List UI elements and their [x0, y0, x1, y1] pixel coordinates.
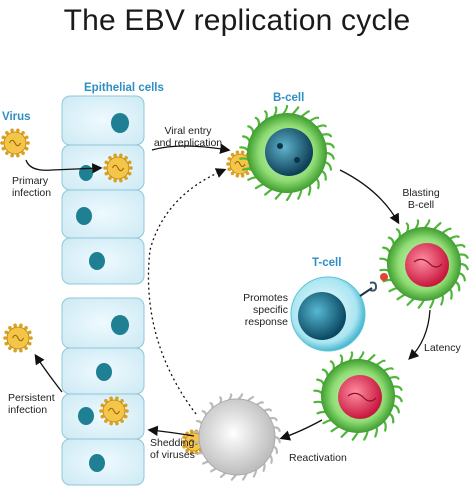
- shedding-cell-icon: [193, 393, 281, 481]
- nucleus-icon: [111, 113, 129, 133]
- primary-infection-label: Primary infection: [12, 175, 52, 199]
- persistent-infection-label: Persistent infection: [8, 392, 55, 416]
- b-cell-icon: [239, 104, 335, 202]
- latency-label: Latency: [424, 342, 461, 354]
- nucleus-icon: [89, 454, 105, 472]
- arrow-icon: [147, 168, 227, 415]
- arrow-icon: [151, 143, 231, 154]
- nucleus-icon: [111, 315, 129, 335]
- virus-icon: [103, 153, 133, 183]
- virus-icon: [99, 396, 129, 426]
- reactivation-label: Reactivation: [289, 452, 347, 464]
- t-cell-label: T-cell: [312, 257, 342, 269]
- arrow-icon: [147, 425, 195, 437]
- t-cell-icon: [290, 273, 388, 352]
- nucleus-icon: [79, 165, 93, 181]
- viral-entry-label: Viral entry and replication: [153, 125, 223, 149]
- arrow-icon: [339, 169, 400, 225]
- b-cell-label: B-cell: [273, 92, 305, 104]
- nucleus-icon: [96, 363, 112, 381]
- epithelial-cell-icon: [61, 189, 145, 239]
- arrow-icon: [34, 353, 63, 393]
- arrow-icon: [279, 419, 323, 441]
- blasting-b-cell-label: Blasting B-cell: [402, 187, 440, 211]
- epithelial-cell-icon: [61, 297, 145, 349]
- virus-icon: [0, 128, 30, 158]
- promotes-response-label: Promotes specific response: [243, 292, 288, 328]
- epithelial-cells-bottom: [61, 297, 145, 486]
- diagram-title: The EBV replication cycle: [63, 4, 411, 37]
- epithelial-cell-icon: [61, 95, 145, 146]
- epithelial-cells-top: [61, 95, 145, 285]
- nucleus-icon: [89, 252, 105, 270]
- blasting-b-cell-icon: [379, 219, 469, 309]
- arrows: [25, 143, 431, 441]
- virus-label: Virus: [2, 111, 31, 123]
- arrow-icon: [408, 309, 431, 360]
- nucleus-icon: [76, 207, 92, 225]
- nucleus-icon: [78, 407, 94, 425]
- epithelial-cells-label: Epithelial cells: [84, 82, 164, 94]
- latent-b-cell-icon: [313, 351, 403, 441]
- shedding-viruses-label: Shedding of viruses: [150, 437, 195, 461]
- arrow-icon: [25, 159, 103, 174]
- virus-icon: [3, 323, 33, 353]
